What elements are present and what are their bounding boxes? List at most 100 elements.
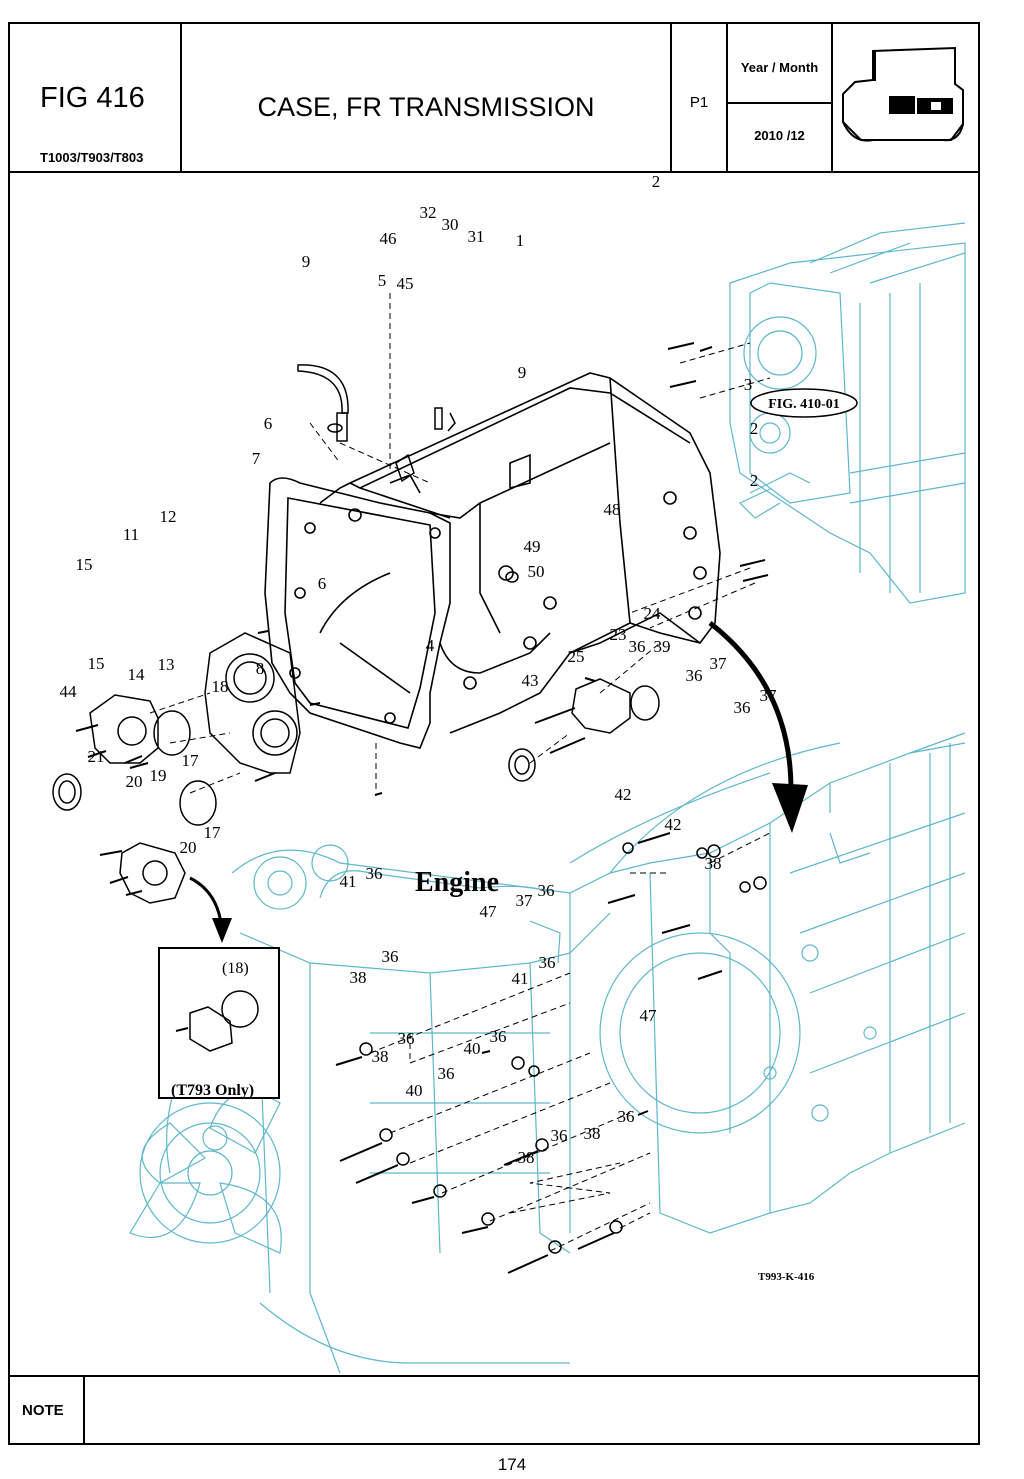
- callout-number: 40: [406, 1081, 423, 1100]
- callout-number: 15: [88, 654, 105, 673]
- cover-plate-parts: [52, 364, 660, 904]
- callout-number: 46: [380, 229, 397, 248]
- rear-case-drawing: [729, 222, 966, 604]
- callout-number: 13: [158, 655, 175, 674]
- engine-drawing: [129, 732, 966, 1374]
- arrow-to-lower: [708, 621, 794, 814]
- callout-number: 41: [340, 872, 357, 891]
- callout-number: 6: [318, 574, 327, 593]
- callout-number: 36: [734, 698, 751, 717]
- bolts-and-studs: [75, 342, 769, 1274]
- callout-number: 14: [128, 665, 146, 684]
- logo-cell: [833, 24, 978, 171]
- callout-number: 36: [538, 881, 555, 900]
- inset-note: (T793 Only): [171, 1082, 254, 1099]
- callout-number: 1: [516, 231, 525, 250]
- callout-number: 20: [126, 772, 143, 791]
- callout-number: 37: [516, 891, 534, 910]
- exploded-view-diagram: FIG. 410-01 Engine (18) (T793 Only) T993…: [10, 137, 978, 1375]
- callout-number: 2: [750, 419, 759, 438]
- model-list: T1003/T903/T803: [40, 150, 144, 165]
- callout-number: 23: [610, 625, 627, 644]
- callout-number: 8: [256, 659, 265, 678]
- callout-number: 9: [518, 363, 527, 382]
- callout-number: 6: [264, 414, 273, 433]
- fig-cell: FIG 416 T1003/T903/T803: [10, 24, 182, 171]
- callout-number: 30: [442, 215, 459, 234]
- callout-numbers: 2232323230311469545967121115648495024232…: [60, 137, 778, 1167]
- callout-number: 3: [744, 375, 753, 394]
- year-month-label: Year / Month: [740, 60, 819, 75]
- fig-reference-label: FIG. 410-01: [768, 397, 840, 412]
- callout-number: 4: [426, 636, 435, 655]
- callout-number: 38: [584, 1124, 601, 1143]
- callout-number: 38: [518, 1148, 535, 1167]
- callout-number: 18: [212, 677, 229, 696]
- arrow-head-lower: [772, 783, 808, 833]
- callout-number: 15: [76, 555, 93, 574]
- callout-number: 36: [618, 1107, 635, 1126]
- callout-number: 36: [551, 1126, 568, 1145]
- callout-number: 50: [528, 562, 545, 581]
- callout-number: 36: [539, 953, 556, 972]
- callout-number: 39: [654, 637, 671, 656]
- callout-number: 9: [302, 252, 311, 271]
- year-month-cell: Year / Month 2010 /12: [728, 24, 833, 171]
- callout-number: 36: [438, 1064, 455, 1083]
- inset-box: [158, 947, 280, 1099]
- figure-title: CASE, FR TRANSMISSION: [257, 92, 595, 122]
- engine-label: Engine: [415, 867, 499, 898]
- callout-number: 32: [420, 203, 437, 222]
- callout-number: 25: [568, 647, 585, 666]
- callout-number: 41: [512, 969, 529, 988]
- note-label: NOTE: [10, 1377, 85, 1445]
- callout-number: 24: [644, 604, 662, 623]
- callout-number: 17: [204, 823, 222, 842]
- tractor-icon: [842, 46, 964, 142]
- callout-number: 31: [468, 227, 485, 246]
- callout-number: 2: [750, 471, 759, 490]
- page-code: P1: [689, 94, 709, 111]
- title-cell: CASE, FR TRANSMISSION: [182, 24, 672, 171]
- front-transmission-case: [264, 372, 721, 749]
- callout-number: 20: [180, 838, 197, 857]
- callout-number: 38: [372, 1047, 389, 1066]
- callout-number: 2: [652, 173, 661, 191]
- callout-number: 40: [464, 1039, 481, 1058]
- arrow-head-inset: [212, 918, 232, 943]
- year-month-value: 2010 /12: [754, 128, 805, 143]
- callout-number: 47: [640, 1006, 658, 1025]
- callout-number: 42: [615, 785, 632, 804]
- callout-number: 37: [760, 686, 778, 705]
- note-bar: NOTE: [10, 1375, 978, 1445]
- page-number: 174: [497, 1455, 527, 1474]
- callout-number: 36: [686, 666, 703, 685]
- callout-number: 48: [604, 500, 621, 519]
- callout-number: 12: [160, 507, 177, 526]
- callout-number: 21: [88, 747, 105, 766]
- callout-number: 36: [629, 637, 646, 656]
- callout-number: 11: [123, 525, 139, 544]
- nuts-and-washers: [359, 842, 767, 1254]
- callout-number: 43: [522, 671, 539, 690]
- assembly-lines: [149, 293, 771, 1252]
- callout-number: 49: [524, 537, 541, 556]
- drawing-code: T993-K-416: [758, 1271, 815, 1283]
- callout-number: 44: [60, 682, 78, 701]
- inset-reference: (18): [222, 960, 249, 977]
- callout-number: 47: [480, 902, 498, 921]
- title-block: FIG 416 T1003/T903/T803 CASE, FR TRANSMI…: [10, 24, 978, 173]
- callout-number: 45: [397, 274, 414, 293]
- figure-number: FIG 416: [40, 82, 145, 114]
- callout-number: 38: [705, 854, 722, 873]
- callout-number: 37: [710, 654, 728, 673]
- callout-number: 17: [182, 751, 200, 770]
- callout-number: 7: [252, 449, 261, 468]
- callout-number: 38: [350, 968, 367, 987]
- callout-number: 19: [150, 766, 167, 785]
- callout-number: 5: [378, 271, 387, 290]
- callout-number: 36: [366, 864, 383, 883]
- callout-number: 36: [398, 1029, 415, 1048]
- page-code-cell: P1: [672, 24, 728, 171]
- callout-number: 36: [490, 1027, 507, 1046]
